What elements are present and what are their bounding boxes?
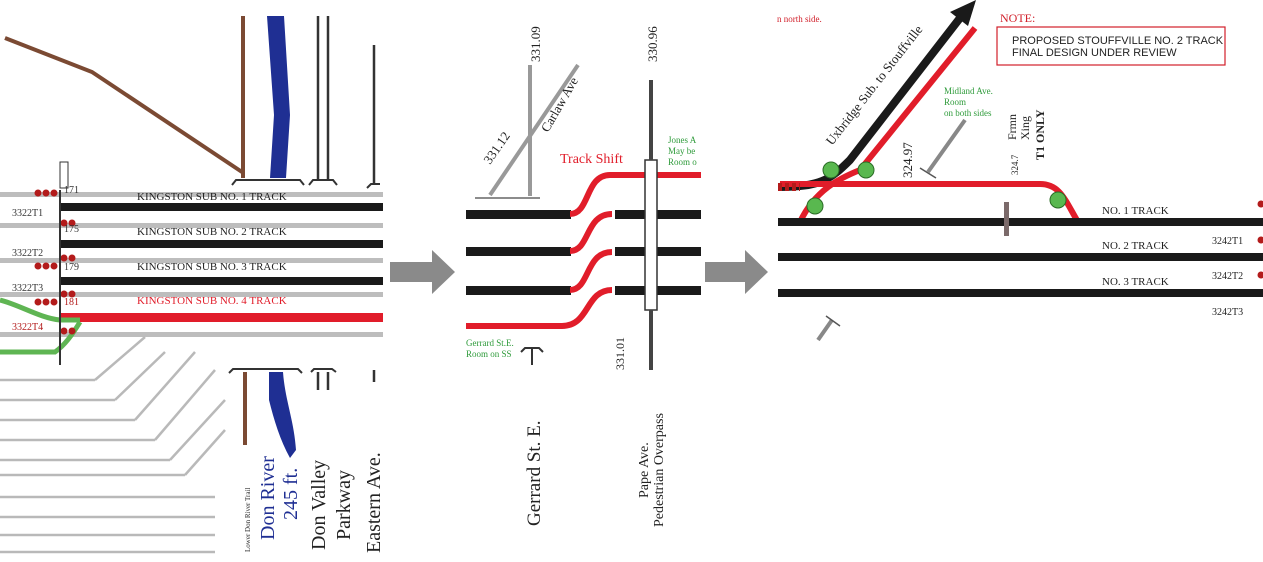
parkway-label-2: Parkway <box>333 470 355 540</box>
midland-note-3: on both sides <box>944 108 992 118</box>
jones-note-1: Jones A <box>668 135 697 145</box>
kingston-track-3 <box>60 277 383 285</box>
milepost-179: 179 <box>64 262 79 273</box>
t1-only-label: T1 ONLY <box>1033 109 1047 160</box>
right-track-label-1: NO. 1 TRACK <box>1102 205 1169 217</box>
bridge-bracket-2 <box>309 180 337 185</box>
north-side-note: n north side. <box>777 14 822 24</box>
track-shift-label: Track Shift <box>560 152 623 167</box>
gerrard-note-2: Room on SS <box>466 349 512 359</box>
signal-3242t1: 3242T1 <box>1212 236 1243 247</box>
right-track-2 <box>778 253 1263 261</box>
bridge-bracket-3 <box>367 184 380 188</box>
signal-3242t2: 3242T2 <box>1212 271 1243 282</box>
mileage-324-7: 324.7 <box>1010 154 1020 175</box>
parkway-label-1: Don Valley <box>308 460 330 550</box>
signal-cluster-1 <box>35 190 58 197</box>
arrow-right-1 <box>390 250 455 294</box>
mid-track-2-right <box>615 247 701 256</box>
kingston-track-2 <box>60 240 383 248</box>
switch-points <box>807 162 1066 214</box>
lower-don-trail-label: Lower Don River Trail <box>244 488 252 552</box>
mileage-330-96: 330.96 <box>645 26 660 62</box>
kingston-track-1 <box>60 203 383 211</box>
bridge-bracket-lower-2 <box>311 369 336 372</box>
midland-ave-line <box>928 120 965 172</box>
farm-crossing-post <box>1004 202 1009 236</box>
pedestrian-overpass-label: Pedestrian Overpass <box>652 413 667 527</box>
gerrard-st-label: Gerrard St. E. <box>524 420 545 526</box>
small-overpass-line <box>818 320 832 340</box>
kingston-track-4 <box>60 313 383 322</box>
yard-fan <box>0 337 225 552</box>
mid-track-3-right <box>615 286 701 295</box>
mileage-324-97: 324.97 <box>900 142 915 178</box>
mid-track-1-right <box>615 210 701 219</box>
track-label-4: KINGSTON SUB NO. 4 TRACK <box>137 295 287 307</box>
signal-3322t1: 3322T1 <box>12 208 43 219</box>
midland-note-1: Midland Ave. <box>944 86 993 96</box>
signal-3322t2: 3322T2 <box>12 248 43 259</box>
right-track-3 <box>778 289 1263 297</box>
mid-track-2-left <box>466 247 571 256</box>
right-signal-2 <box>1258 237 1263 244</box>
mileage-331-01: 331.01 <box>613 337 627 370</box>
right-signal-1 <box>1258 201 1263 208</box>
milepost-181: 181 <box>64 297 79 308</box>
panel-right: n north side. Uxbridge Sub. to Stouffvil… <box>777 0 1263 340</box>
don-river-label: Don River <box>257 456 279 540</box>
milepost-175: 175 <box>64 224 79 235</box>
gerrard-note-1: Gerrard St.E. <box>466 338 514 348</box>
brown-rail-line <box>5 38 242 172</box>
pape-overpass <box>645 160 657 310</box>
milepost-171: 171 <box>64 185 79 196</box>
don-river-top <box>267 16 290 178</box>
right-track-1 <box>778 218 1263 226</box>
signal-3322t3: 3322T3 <box>12 283 43 294</box>
don-river-bottom <box>269 372 296 458</box>
track-label-1: KINGSTON SUB NO. 1 TRACK <box>137 191 287 203</box>
panel-left: 171 175 179 181 KINGSTON SUB NO. 1 TRACK… <box>0 16 385 553</box>
mileage-331-09: 331.09 <box>528 26 543 62</box>
mid-track-1-left <box>466 210 571 219</box>
jones-note-3: Room o <box>668 157 697 167</box>
note-line-2: FINAL DESIGN UNDER REVIEW <box>1012 47 1177 59</box>
frmn-label: Frmn <box>1005 114 1019 140</box>
note-title: NOTE: <box>1000 11 1035 25</box>
jones-note-2: May be <box>668 146 695 156</box>
bridge-bracket-1 <box>232 180 304 185</box>
eastern-ave-label: Eastern Ave. <box>363 452 385 553</box>
signal-3322t4: 3322T4 <box>12 322 43 333</box>
track-label-3: KINGSTON SUB NO. 3 TRACK <box>137 261 287 273</box>
mileage-331-12: 331.12 <box>480 129 513 167</box>
pape-ave-label: Pape Ave. <box>637 442 652 498</box>
note-line-1: PROPOSED STOUFFVILLE NO. 2 TRACK <box>1012 35 1224 47</box>
carlaw-ave-label: Carlaw Ave <box>538 74 581 134</box>
xing-label: Xing <box>1018 116 1032 140</box>
bridge-bracket-lower-1 <box>229 369 302 373</box>
right-track-label-2: NO. 2 TRACK <box>1102 240 1169 252</box>
grey-band-5 <box>0 332 383 337</box>
signal-3242t3: 3242T3 <box>1212 307 1243 318</box>
panel-middle: 331.09 330.96 331.12 Carlaw Ave Track Sh… <box>466 26 701 527</box>
track-label-2: KINGSTON SUB NO. 2 TRACK <box>137 226 287 238</box>
arrow-right-2 <box>705 250 768 294</box>
right-signal-3 <box>1258 272 1263 279</box>
midland-note-2: Room <box>944 97 966 107</box>
river-width-label: 245 ft. <box>280 468 302 520</box>
mid-track-3-left <box>466 286 571 295</box>
right-track-label-3: NO. 3 TRACK <box>1102 276 1169 288</box>
